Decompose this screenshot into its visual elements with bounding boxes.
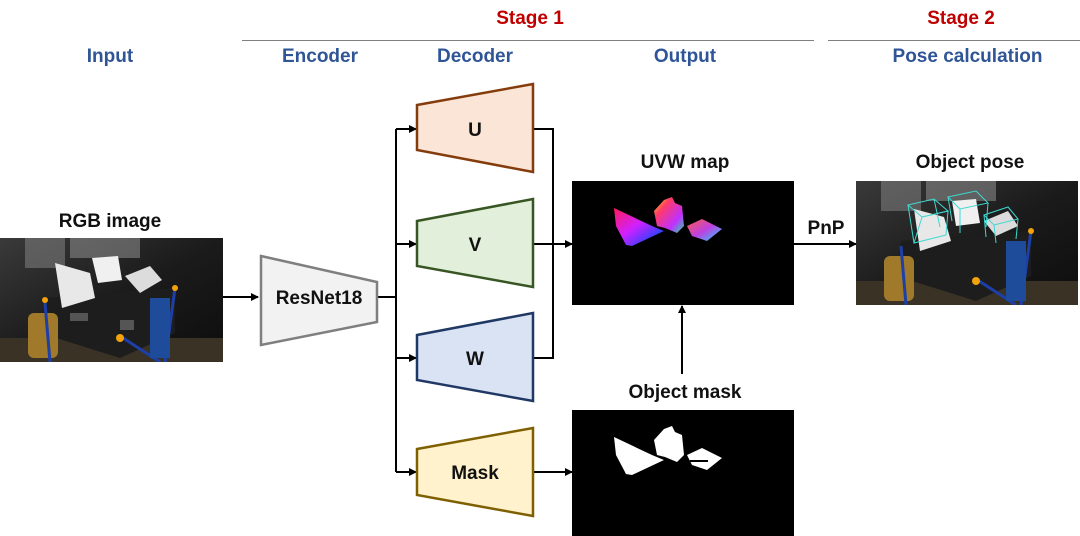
column-input: Input [86,46,134,67]
decoder-u-block [415,82,535,174]
uvw-map-image [572,181,794,305]
column-pose-calculation: Pose calculation [892,46,1043,67]
encoder-block [259,254,379,347]
pnp-label: PnP [808,218,845,239]
rgb-image-label: RGB image [58,211,162,232]
column-output: Output [653,46,717,67]
stage-1-title: Stage 1 [496,8,564,29]
decoder-w-block [415,311,535,403]
decoder-v-block [415,197,535,289]
decoder-v-label: V [469,235,482,256]
stage-2-divider [828,40,1080,41]
decoder-mask-block [415,426,535,518]
column-decoder: Decoder [436,46,514,67]
decoder-u-label: U [468,120,482,141]
decoder-w-label: W [466,349,484,370]
object-mask-label: Object mask [628,382,742,403]
column-encoder: Encoder [281,46,359,67]
decoder-mask-label: Mask [451,463,499,484]
object-pose-image [856,181,1078,305]
object-mask-image [572,410,794,536]
rgb-image [0,238,223,362]
uvw-map-label: UVW map [640,152,730,173]
object-pose-label: Object pose [915,152,1025,173]
stage-2-title: Stage 2 [927,8,995,29]
stage-1-divider [242,40,814,41]
encoder-label: ResNet18 [276,288,363,309]
